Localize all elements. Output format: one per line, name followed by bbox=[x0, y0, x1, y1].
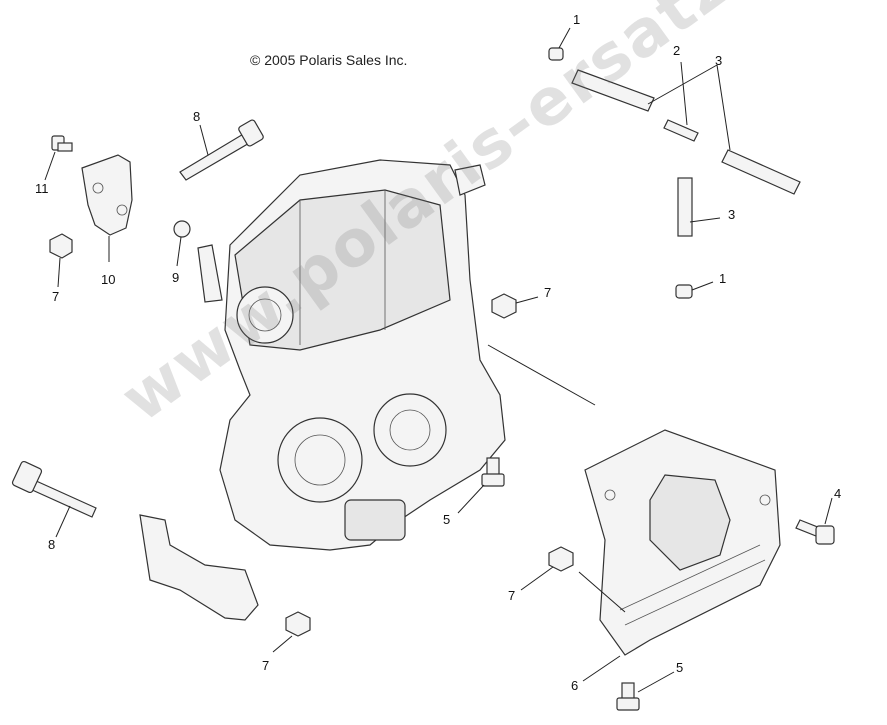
bolt-8-bottom bbox=[11, 460, 97, 518]
mount-plate-6 bbox=[584, 429, 781, 656]
clamp-1-top bbox=[548, 47, 564, 61]
callout-11: 11 bbox=[35, 181, 49, 196]
callout-10: 10 bbox=[101, 272, 116, 287]
nut-7-bottom bbox=[285, 611, 311, 637]
nut-7-lower bbox=[548, 546, 574, 572]
callout-7-lower: 7 bbox=[508, 588, 516, 603]
callout-4: 4 bbox=[834, 486, 842, 501]
callout-1-top: 1 bbox=[573, 12, 581, 27]
bracket-10 bbox=[81, 154, 133, 236]
bolt-4 bbox=[795, 519, 835, 545]
bolt-5-bottom bbox=[616, 682, 640, 711]
nut-9 bbox=[173, 220, 191, 238]
bolt-5-center bbox=[481, 457, 505, 487]
nut-7-left bbox=[49, 233, 73, 259]
hose-3-upper-right bbox=[721, 149, 801, 195]
callout-3-top: 3 bbox=[715, 53, 723, 68]
nut-7-center bbox=[491, 293, 517, 319]
hose-3-vertical bbox=[677, 177, 693, 237]
callout-8-left: 8 bbox=[48, 537, 56, 552]
callout-1-right: 1 bbox=[719, 271, 727, 286]
fitting-2 bbox=[663, 119, 699, 142]
callout-3-right: 3 bbox=[728, 207, 736, 222]
transmission-assembly bbox=[197, 159, 506, 551]
bolt-8-top bbox=[179, 119, 264, 181]
callout-7-center: 7 bbox=[544, 285, 552, 300]
copyright-notice: © 2005 Polaris Sales Inc. bbox=[250, 52, 408, 68]
hose-3-upper-left bbox=[571, 69, 655, 112]
callout-9: 9 bbox=[172, 270, 180, 285]
callout-8-top: 8 bbox=[193, 109, 201, 124]
clamp-1-bottom bbox=[675, 284, 693, 299]
callout-5-bottom: 5 bbox=[676, 660, 684, 675]
callout-7-left: 7 bbox=[52, 289, 60, 304]
callout-5-center: 5 bbox=[443, 512, 451, 527]
leader-lines bbox=[44, 27, 833, 693]
bolt-11 bbox=[51, 135, 73, 152]
mount-bracket-lower bbox=[139, 514, 259, 621]
callout-2: 2 bbox=[673, 43, 681, 58]
callout-6: 6 bbox=[571, 678, 579, 693]
callout-7-bottom: 7 bbox=[262, 658, 270, 673]
